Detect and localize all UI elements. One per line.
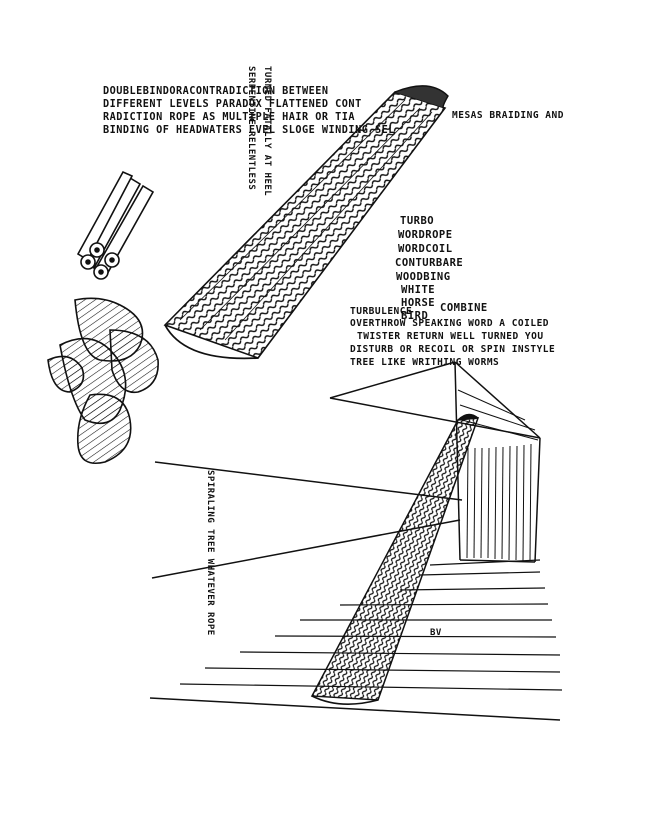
word-list-phrase: TREE LIKE WRITHING WORMS bbox=[350, 357, 500, 368]
word-list-item: WHITE bbox=[401, 284, 436, 296]
vertical-text-b: SERPENTINE RELENTLESS bbox=[246, 66, 256, 191]
word-list-phrase: TURBULENCE bbox=[350, 306, 413, 317]
word-list-item: HORSE bbox=[401, 297, 436, 309]
text-line-4: BINDING OF HEADWATERS EVEL SLOGE WINDING… bbox=[103, 125, 395, 136]
word-list-item: TURBO bbox=[400, 215, 435, 227]
rising-rope-drawing bbox=[310, 413, 480, 705]
text-right: MESAS BRAIDING AND bbox=[452, 110, 564, 121]
word-list-item: WORDCOIL bbox=[398, 243, 453, 255]
word-list-item: COMBINE bbox=[440, 302, 488, 314]
word-list-item: WOODBING bbox=[396, 271, 451, 283]
artist-monogram: BV bbox=[430, 628, 442, 638]
text-line-3: RADICTION ROPE AS MULTIPLE HAIR OR TIA bbox=[103, 112, 356, 123]
word-list-phrase: OVERTHROW SPEAKING WORD A COILED bbox=[350, 318, 550, 329]
tangled-tubes-drawing bbox=[47, 297, 159, 464]
word-list-item: CONTURBARE bbox=[395, 257, 464, 269]
word-list-phrase: DISTURB OR RECOIL OR SPIN INSTYLE bbox=[350, 344, 556, 355]
lower-vertical-text: SPIRALING TREE WHATEVER ROPE bbox=[205, 470, 215, 636]
back-wall-hatching bbox=[457, 389, 539, 562]
word-list-phrase: TWISTER RETURN WELL TURNED YOU bbox=[357, 331, 544, 342]
upper-coil-drawing bbox=[163, 85, 449, 360]
text-line-1: DOUBLEBINDORACONTRADICTION BETWEEN bbox=[103, 86, 329, 97]
tube-bundle-drawing bbox=[76, 170, 155, 280]
word-list-item: WORDROPE bbox=[398, 229, 453, 241]
text-line-2: DIFFERENT LEVELS PARADOX FLATTENED CONT bbox=[103, 99, 362, 110]
word-list-item: BIRD bbox=[401, 310, 429, 322]
vertical-text-a: TURNED FATALLY AT HEEL bbox=[262, 66, 272, 197]
